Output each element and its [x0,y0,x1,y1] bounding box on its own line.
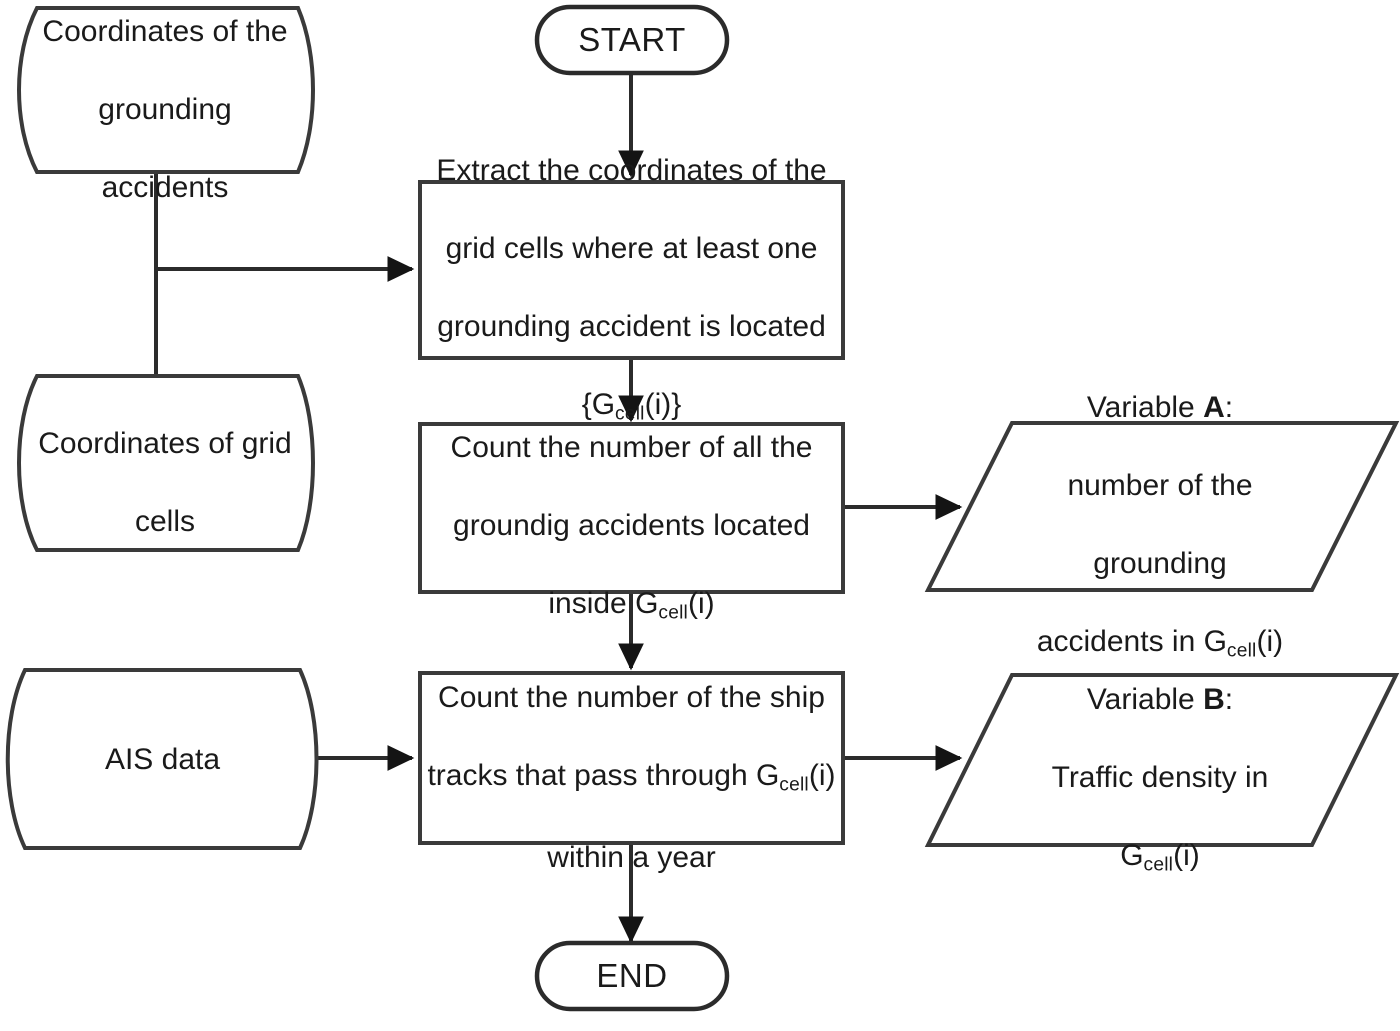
node-grounding-coords-shape [17,6,315,174]
node-start-shape [534,4,730,76]
node-process-count-accidents-shape [418,422,845,594]
node-process-extract-shape [418,180,845,360]
node-variable-a-shape [924,421,1400,592]
node-process-count-tracks-shape [418,671,845,845]
edge-data-trunk [154,172,415,376]
node-end-shape [534,940,730,1012]
node-grid-cells-shape [17,374,315,552]
node-ais-data-shape [5,668,319,850]
node-variable-b-shape [924,673,1400,847]
